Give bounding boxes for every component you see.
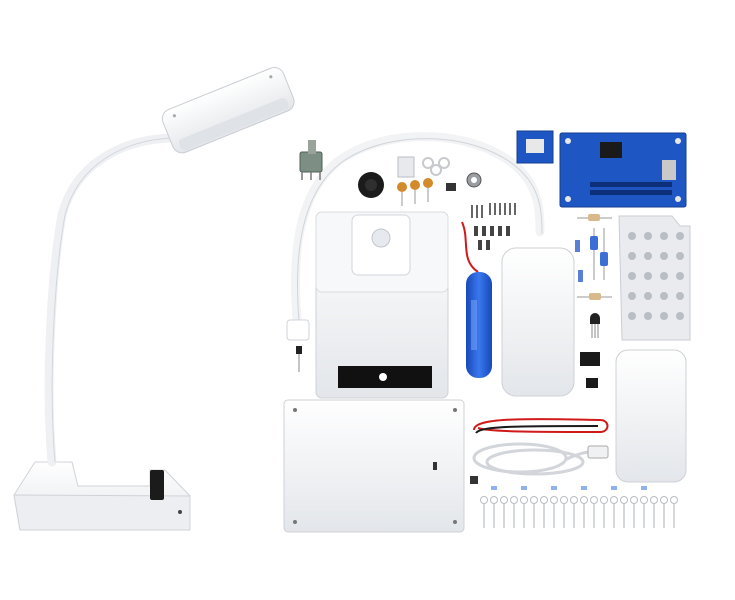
base-plate xyxy=(283,399,465,533)
capacitors xyxy=(397,178,456,206)
lamp-base xyxy=(13,461,191,531)
battery-cover xyxy=(501,247,575,397)
usb-c-plug xyxy=(470,476,478,484)
resistors xyxy=(575,214,612,300)
red-wire xyxy=(461,221,479,273)
control-pcb xyxy=(559,132,687,208)
knob xyxy=(358,172,384,198)
sensor-module xyxy=(516,130,554,164)
usb-plug xyxy=(587,445,609,459)
lamp-dimmer-knob xyxy=(150,470,164,500)
led-board xyxy=(618,215,691,341)
potentiometer xyxy=(299,140,323,180)
assembled-lamp xyxy=(13,67,295,531)
screws xyxy=(474,226,510,250)
pin-headers xyxy=(471,203,516,218)
usb-cable xyxy=(472,442,606,476)
lithium-battery xyxy=(466,272,492,378)
arm-connector xyxy=(286,319,310,341)
lamp-head xyxy=(161,67,295,154)
diode xyxy=(296,346,302,354)
lamp-body-shell xyxy=(315,211,449,399)
lamp-arm-loose xyxy=(290,132,545,335)
lamp-head-cover xyxy=(615,349,687,483)
wire-pair xyxy=(473,418,609,434)
ic-socket xyxy=(586,378,598,388)
transistor xyxy=(590,313,600,338)
led-set xyxy=(480,486,678,528)
springs xyxy=(422,157,450,176)
lamp-arm xyxy=(44,133,175,467)
heatsink xyxy=(397,156,415,178)
ic-chip xyxy=(580,352,600,366)
